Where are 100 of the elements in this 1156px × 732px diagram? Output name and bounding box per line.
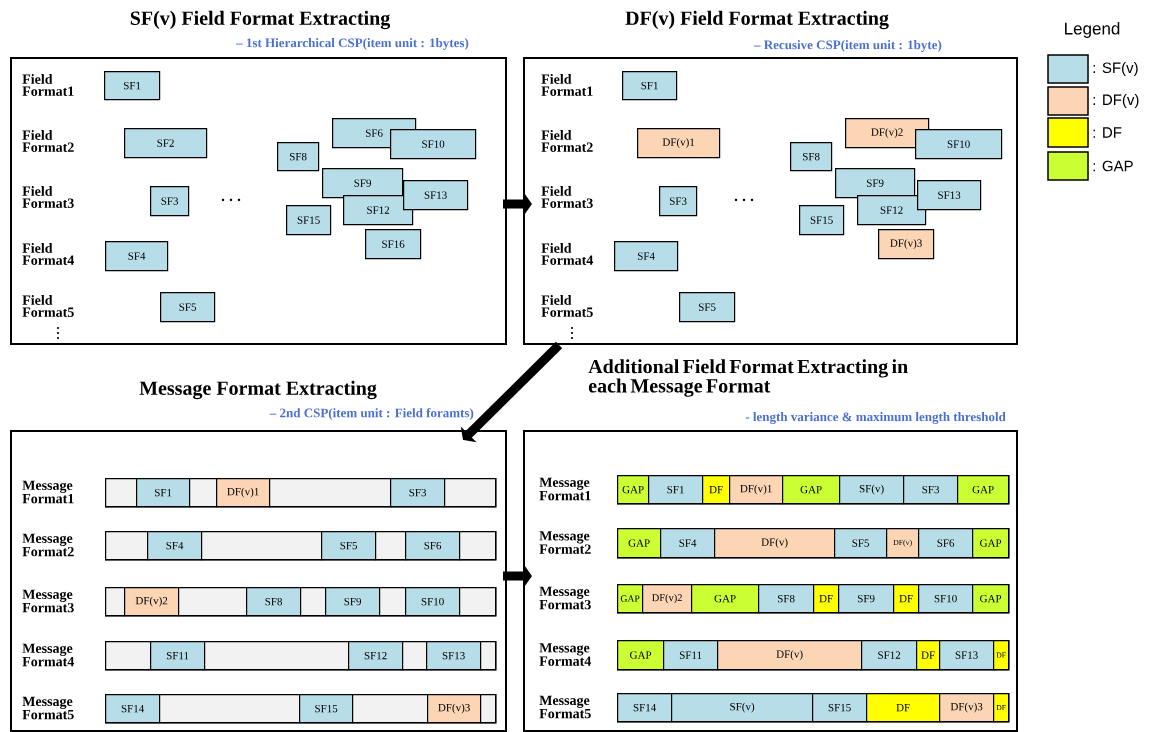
field-cell: SF11	[150, 641, 206, 671]
field-cell: GAP	[617, 528, 662, 559]
row-label: Message Format4	[22, 643, 75, 667]
legend-label: : SF(v)	[1093, 62, 1138, 76]
field-label: Field Format4	[22, 243, 75, 265]
row-label: Message Format5	[22, 696, 74, 720]
field-cell: SF15	[812, 693, 868, 723]
field-cell: SF3	[390, 478, 446, 508]
field-cell: SF12	[348, 641, 404, 671]
panel-title: Message Format Extracting	[139, 380, 377, 400]
field-cell: SF10	[405, 587, 461, 617]
field-cell: DF	[916, 640, 941, 671]
row-label: Message Format1	[539, 477, 591, 501]
field-cell: SF10	[918, 584, 974, 614]
field-cell: SF12	[343, 195, 414, 226]
field-cell: SF13	[426, 641, 482, 671]
field-cell: GAP	[617, 475, 650, 505]
field-cell: SF9	[325, 587, 381, 617]
field-cell: DF	[702, 475, 731, 505]
field-label: Field Format4	[541, 243, 594, 265]
panel-title: Additional Field Format Extracting in each Message Format	[588, 359, 908, 397]
field-label: Field Format1	[22, 74, 74, 96]
field-cell: GAP	[617, 640, 665, 671]
field-cell: SF10	[390, 129, 477, 160]
row-label: Message Format4	[539, 643, 592, 666]
field-cell: SF5	[321, 531, 377, 561]
field-cell: SF5	[679, 292, 736, 323]
field-cell: DF(v)2	[642, 584, 693, 614]
field-label: Field Format3	[541, 186, 593, 208]
field-cell: SF15	[286, 205, 332, 236]
field-cell: SF4	[105, 241, 169, 272]
field-cell: GAP	[617, 584, 644, 614]
field-label: Field Format5	[541, 295, 593, 317]
field-cell: GAP	[957, 475, 1010, 505]
legend-label: : GAP	[1093, 160, 1133, 172]
panel-subtitle: - length variance & maximum length threshold	[745, 412, 1006, 424]
field-label: Field Format1	[541, 74, 593, 96]
field-cell: SF13	[939, 640, 995, 671]
field-cell: SF12	[857, 195, 927, 226]
field-cell: GAP	[691, 584, 760, 614]
field-cell: SF6	[918, 528, 974, 559]
field-cell: DF(v)1	[216, 478, 271, 508]
row-label: Message Format3	[22, 589, 74, 613]
field-cell: DF(v)2	[845, 118, 930, 149]
field-cell: SF3	[659, 186, 698, 217]
field-cell: SF1	[104, 71, 161, 101]
field-cell: SF3	[903, 475, 959, 505]
empty-cell	[480, 641, 497, 671]
field-cell: DF(v)1	[729, 475, 784, 505]
field-label: Field Format2	[541, 130, 593, 152]
field-cell: SF8	[758, 584, 815, 614]
empty-cell	[105, 587, 126, 617]
row-label: Message Format1	[22, 480, 74, 504]
field-cell: SF3	[150, 186, 190, 217]
row-label: Message Format5	[539, 695, 591, 719]
field-cell: SF8	[246, 587, 302, 617]
field-cell: SF1	[622, 71, 678, 101]
field-cell: SF10	[915, 129, 1003, 160]
field-cell: DF(v)	[714, 528, 836, 559]
field-cell: SF9	[838, 584, 895, 614]
panel-title: SF(v) Field Format Extracting	[130, 10, 391, 30]
field-cell: SF1	[136, 478, 191, 508]
field-cell: GAP	[782, 475, 841, 505]
field-cell: SF15	[299, 694, 354, 724]
field-label: Field Format2	[22, 130, 74, 152]
field-cell: SF2	[124, 128, 208, 159]
panel-subtitle: – 1st Hierarchical CSP(item unit : 1bytes)	[236, 38, 469, 50]
field-cell: SF9	[835, 168, 916, 199]
field-cell: SF6	[405, 531, 461, 561]
panel-subtitle: – 2nd CSP(item unit : Field foramts)	[269, 408, 474, 420]
legend-label: : DF(v)	[1093, 94, 1139, 108]
field-cell: SF11	[663, 640, 719, 671]
field-cell: SF12	[861, 640, 918, 671]
empty-cell	[300, 587, 327, 617]
empty-cell	[189, 478, 218, 508]
field-cell: SF14	[105, 694, 161, 724]
empty-cell	[402, 641, 428, 671]
panel-subtitle: – Recusive CSP(item unit : 1byte)	[753, 40, 942, 52]
field-cell: SF16	[365, 229, 422, 260]
field-cell: GAP	[972, 528, 1010, 559]
field-cell: DF	[893, 584, 920, 614]
field-cell: SF8	[277, 142, 320, 172]
field-cell: SF4	[614, 241, 679, 272]
field-cell: GAP	[972, 584, 1010, 614]
field-cell: SF13	[403, 180, 469, 211]
field-label: Field Format5	[22, 295, 74, 317]
field-cell: SF9	[322, 168, 404, 199]
field-cell: SF5	[834, 528, 888, 559]
field-cell: SF15	[799, 205, 845, 236]
field-cell: SF14	[617, 693, 673, 723]
field-cell: SF1	[648, 475, 704, 505]
field-cell: DF(v)3	[878, 229, 935, 260]
field-cell: SF5	[160, 292, 216, 323]
row-label: Message Format2	[539, 531, 591, 554]
field-cell: SF8	[790, 142, 833, 172]
empty-cell	[480, 694, 497, 724]
field-cell: DF(v)2	[124, 587, 180, 617]
legend-label: : DF	[1093, 127, 1122, 138]
field-cell: DF(v)	[717, 640, 863, 671]
field-cell: SF(v)	[839, 475, 905, 505]
